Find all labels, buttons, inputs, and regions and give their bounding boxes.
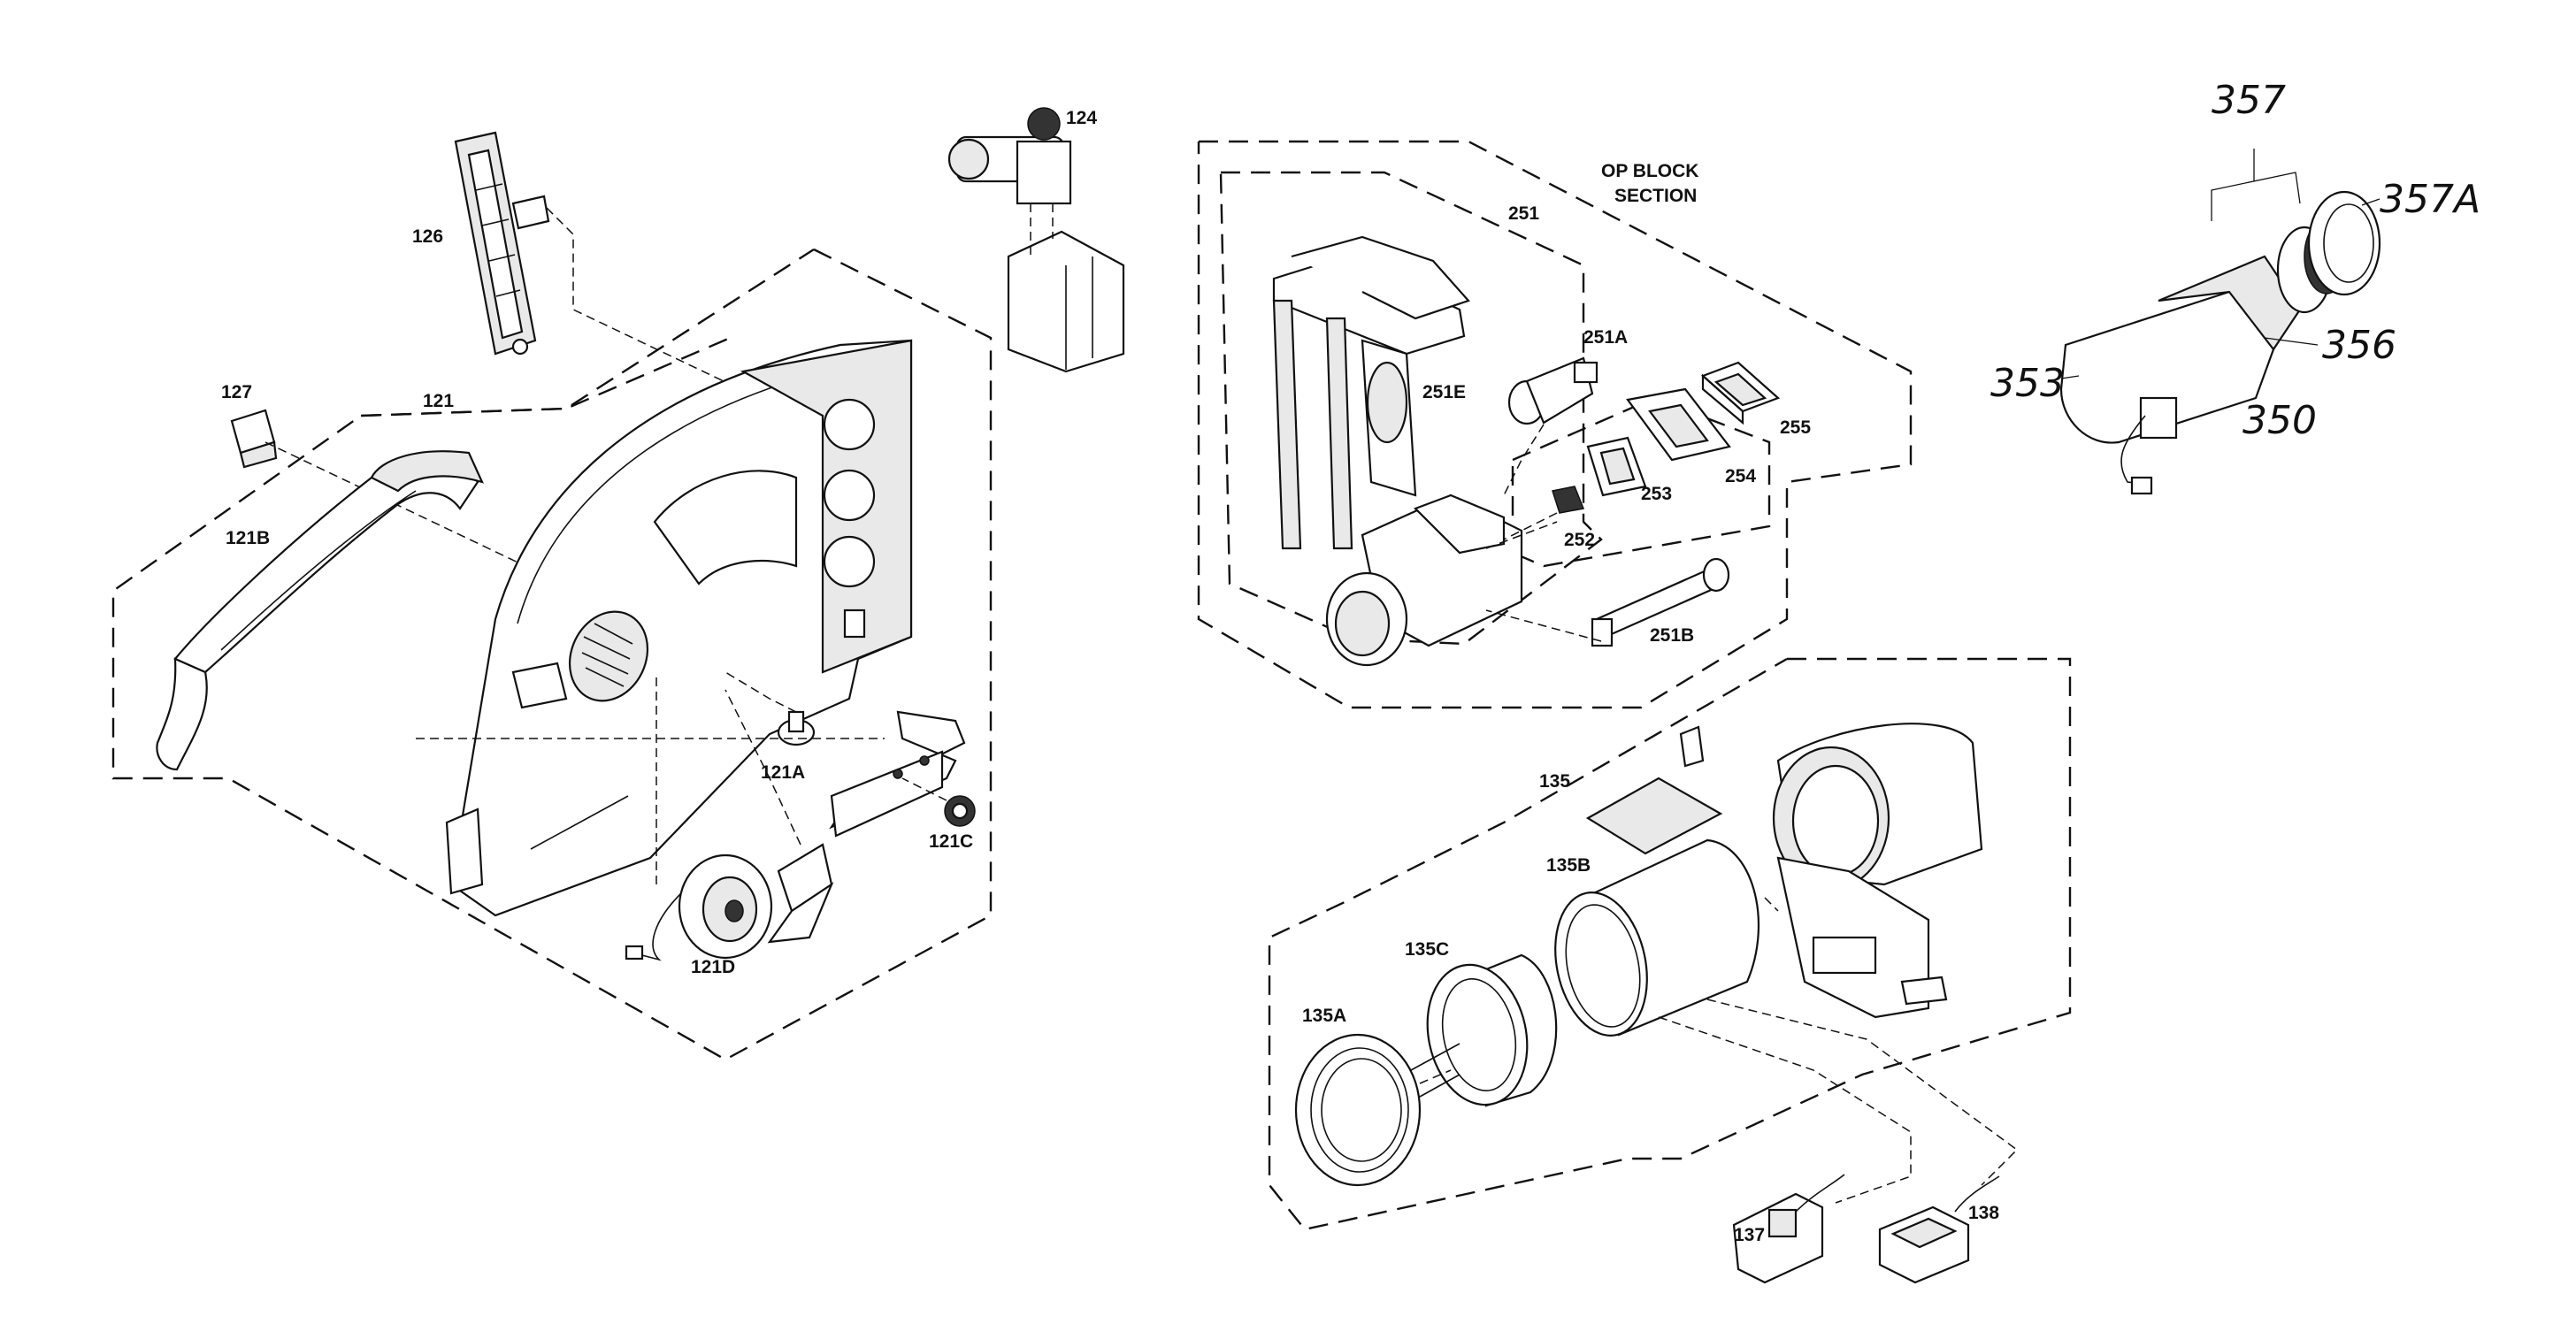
label-135c: 135C bbox=[1405, 939, 1449, 960]
label-127: 127 bbox=[221, 382, 252, 402]
label-255: 255 bbox=[1780, 417, 1811, 438]
part-lens-housing bbox=[1764, 723, 1983, 1019]
labels: 126 124 127 121 121B 121A 121C 121D OP B… bbox=[221, 78, 2480, 1245]
boundary-op-block bbox=[1197, 140, 1913, 709]
part-124-switch bbox=[947, 107, 1125, 373]
part-357a-eyecup bbox=[2304, 190, 2381, 296]
part-254-plate bbox=[1626, 387, 1731, 462]
part-251-lens-barrel bbox=[1325, 494, 1558, 667]
part-135-sheet bbox=[1585, 777, 1723, 855]
speaker-grille bbox=[581, 623, 633, 687]
label-121b: 121B bbox=[226, 528, 270, 548]
viewfinder-assembly bbox=[2059, 149, 2381, 495]
label-251e: 251E bbox=[1422, 382, 1466, 402]
part-135a-front-ring bbox=[1294, 1033, 1460, 1187]
part-251a-motor bbox=[1503, 356, 1598, 496]
label-138: 138 bbox=[1968, 1203, 1999, 1223]
label-135: 135 bbox=[1539, 771, 1570, 792]
label-251a: 251A bbox=[1583, 327, 1628, 348]
part-121c-screw bbox=[901, 777, 976, 827]
part-255-plate bbox=[1700, 361, 1781, 425]
part-252-ccd bbox=[1503, 486, 1585, 540]
section-title-line2: SECTION bbox=[1614, 186, 1697, 206]
label-126: 126 bbox=[412, 226, 443, 247]
label-357a: 357A bbox=[2380, 177, 2480, 222]
label-252: 252 bbox=[1564, 530, 1595, 550]
part-251-frame bbox=[1272, 235, 1470, 550]
label-135a: 135A bbox=[1302, 1006, 1346, 1026]
front-case-assembly bbox=[111, 107, 1125, 1061]
label-137: 137 bbox=[1734, 1225, 1765, 1245]
speaker-bracket bbox=[724, 689, 834, 944]
label-253: 253 bbox=[1641, 484, 1672, 504]
part-356-tube bbox=[2158, 255, 2302, 351]
label-121: 121 bbox=[423, 391, 454, 411]
part-253-filter bbox=[1586, 436, 1647, 497]
part-135c-ring bbox=[1426, 953, 1558, 1107]
label-124: 124 bbox=[1066, 108, 1097, 128]
label-357: 357 bbox=[2212, 78, 2286, 123]
part-138-switch bbox=[1878, 1175, 2000, 1284]
label-135b: 135B bbox=[1546, 855, 1591, 876]
boundary-135 bbox=[1268, 657, 2072, 1231]
part-121-front-case bbox=[445, 339, 913, 917]
label-353: 353 bbox=[1990, 361, 2065, 406]
part-251b-rod bbox=[1485, 557, 1730, 647]
label-251: 251 bbox=[1508, 203, 1539, 224]
bracket-357 bbox=[2211, 172, 2301, 221]
label-251b: 251B bbox=[1650, 625, 1694, 646]
label-121a: 121A bbox=[761, 762, 805, 783]
wire-138 bbox=[1706, 999, 2019, 1186]
boundary-121-top bbox=[360, 334, 735, 417]
part-121d-speaker bbox=[625, 672, 773, 961]
part-121c-bracket bbox=[829, 710, 966, 838]
label-121d: 121D bbox=[691, 957, 735, 977]
leader-lines bbox=[2060, 198, 2380, 379]
label-121c: 121C bbox=[929, 831, 973, 852]
label-254: 254 bbox=[1725, 466, 1756, 486]
viewfinder-cable bbox=[2120, 396, 2178, 495]
lens-hood-assembly bbox=[1268, 657, 2072, 1284]
section-title-line1: OP BLOCK bbox=[1601, 161, 1698, 181]
part-126-lid bbox=[454, 131, 797, 417]
part-121b-strap bbox=[156, 450, 484, 771]
small-label bbox=[1679, 725, 1705, 768]
label-356: 356 bbox=[2322, 323, 2396, 368]
label-350: 350 bbox=[2242, 398, 2317, 443]
part-135b-cylinder bbox=[1554, 838, 1760, 1037]
op-block-section bbox=[1197, 140, 1913, 709]
part-137-switch bbox=[1732, 1174, 1845, 1284]
boundary-251 bbox=[1219, 171, 1603, 646]
